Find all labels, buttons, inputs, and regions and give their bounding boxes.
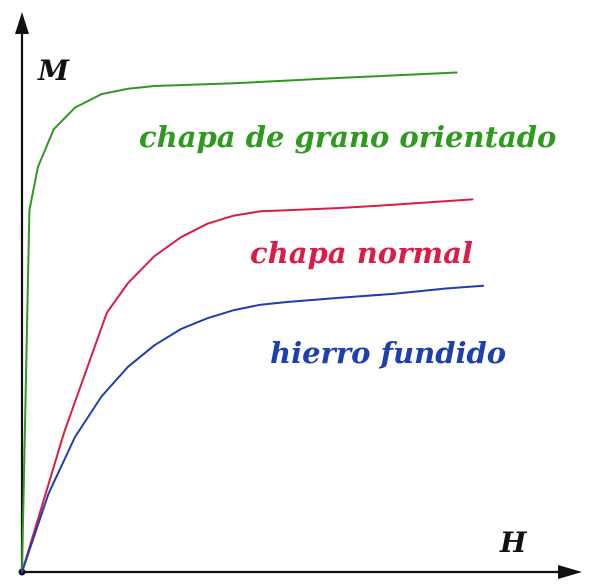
curve-hierro-fundido	[21, 284, 485, 573]
series-layer	[21, 71, 485, 573]
series-labels: chapa de grano orientado chapa normal hi…	[139, 120, 556, 370]
x-axis-arrow-icon	[558, 565, 582, 579]
series-label-chapa-normal: chapa normal	[250, 236, 473, 270]
series-label-grano-orientado: chapa de grano orientado	[139, 120, 556, 154]
curve-chapa-normal	[21, 198, 474, 573]
axes	[15, 12, 582, 579]
y-axis-arrow-icon	[15, 12, 29, 34]
series-label-hierro-fundido: hierro fundido	[270, 336, 506, 370]
y-axis-label: M	[37, 54, 70, 87]
x-axis-label: H	[499, 526, 528, 559]
curve-grano-orientado	[21, 71, 458, 573]
